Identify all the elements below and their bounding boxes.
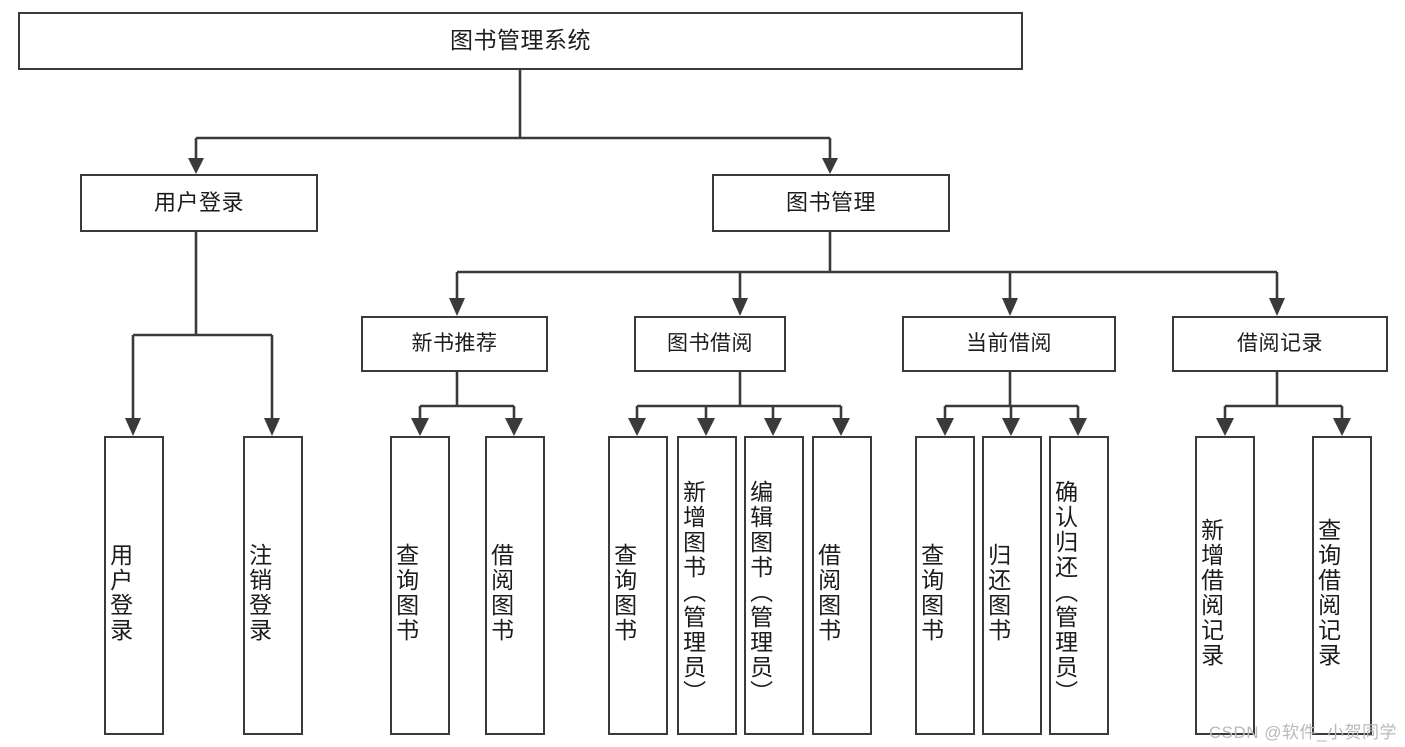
arrow-current-c1	[936, 418, 954, 436]
node-root[interactable]: 图书管理系统	[18, 12, 1023, 70]
node-book-borrow-label: 图书借阅	[667, 331, 753, 355]
node-current-borrow-label: 当前借阅	[966, 331, 1052, 355]
leaf-current-query-book-label: 查询图书	[917, 542, 944, 643]
leaf-current-query-book[interactable]: 查询图书	[915, 436, 975, 735]
arrow-borrow-c1	[628, 418, 646, 436]
leaf-current-return-book[interactable]: 归还图书	[982, 436, 1042, 735]
arrow-current-c3	[1069, 418, 1087, 436]
leaf-borrow-borrow-book-label: 借阅图书	[814, 542, 841, 643]
arrow-current-c2	[1002, 418, 1020, 436]
watermark: CSDN @软件_小贺同学	[1208, 723, 1397, 742]
node-book-borrow[interactable]: 图书借阅	[634, 316, 786, 372]
leaf-borrow-query-book[interactable]: 查询图书	[608, 436, 668, 735]
leaf-borrow-edit-book[interactable]: 编辑图书（管理员）	[744, 436, 804, 735]
node-borrow-records-label: 借阅记录	[1237, 331, 1323, 355]
arrow-recommend-c1	[411, 418, 429, 436]
leaf-user-login-signin[interactable]: 用户登录	[104, 436, 164, 735]
leaf-borrow-edit-book-label: 编辑图书（管理员）	[746, 480, 773, 705]
leaf-current-confirm-return[interactable]: 确认归还（管理员）	[1049, 436, 1109, 735]
arrow-book-mgmt	[822, 158, 838, 174]
arrow-borrow-c3	[764, 418, 782, 436]
arrow-bookmgmt-c4	[1269, 298, 1285, 316]
leaf-user-login-signout-label: 注销登录	[245, 542, 272, 643]
leaf-current-confirm-return-label: 确认归还（管理员）	[1051, 480, 1078, 705]
arrow-recommend-c2	[505, 418, 523, 436]
arrow-borrow-c2	[697, 418, 715, 436]
node-new-book-recommend[interactable]: 新书推荐	[361, 316, 548, 372]
arrow-userlogin-c2	[264, 418, 280, 436]
node-borrow-records[interactable]: 借阅记录	[1172, 316, 1388, 372]
leaf-records-add-record-label: 新增借阅记录	[1197, 517, 1224, 668]
arrow-bookmgmt-c2	[732, 298, 748, 316]
leaf-recommend-borrow-book-label: 借阅图书	[487, 542, 514, 643]
arrow-user-login	[188, 158, 204, 174]
node-user-login-label: 用户登录	[153, 190, 244, 216]
arrow-bookmgmt-c1	[449, 298, 465, 316]
node-new-book-recommend-label: 新书推荐	[411, 331, 498, 355]
arrow-userlogin-c1	[125, 418, 141, 436]
leaf-recommend-query-book-label: 查询图书	[392, 542, 419, 643]
arrow-borrow-c4	[832, 418, 850, 436]
leaf-recommend-borrow-book[interactable]: 借阅图书	[485, 436, 545, 735]
leaf-recommend-query-book[interactable]: 查询图书	[390, 436, 450, 735]
leaf-records-query-record[interactable]: 查询借阅记录	[1312, 436, 1372, 735]
arrow-records-c2	[1333, 418, 1351, 436]
leaf-borrow-borrow-book[interactable]: 借阅图书	[812, 436, 872, 735]
leaf-user-login-signin-label: 用户登录	[106, 542, 133, 643]
node-root-label: 图书管理系统	[450, 27, 591, 54]
leaf-current-return-book-label: 归还图书	[984, 542, 1011, 643]
leaf-borrow-add-book-label: 新增图书（管理员）	[679, 480, 706, 705]
leaf-records-query-record-label: 查询借阅记录	[1314, 517, 1341, 668]
arrow-records-c1	[1216, 418, 1234, 436]
arrow-bookmgmt-c3	[1002, 298, 1018, 316]
leaf-borrow-add-book[interactable]: 新增图书（管理员）	[677, 436, 737, 735]
node-user-login[interactable]: 用户登录	[80, 174, 318, 232]
leaf-user-login-signout[interactable]: 注销登录	[243, 436, 303, 735]
node-book-management[interactable]: 图书管理	[712, 174, 950, 232]
node-current-borrow[interactable]: 当前借阅	[902, 316, 1116, 372]
node-book-management-label: 图书管理	[785, 190, 876, 216]
leaf-records-add-record[interactable]: 新增借阅记录	[1195, 436, 1255, 735]
leaf-borrow-query-book-label: 查询图书	[610, 542, 637, 643]
